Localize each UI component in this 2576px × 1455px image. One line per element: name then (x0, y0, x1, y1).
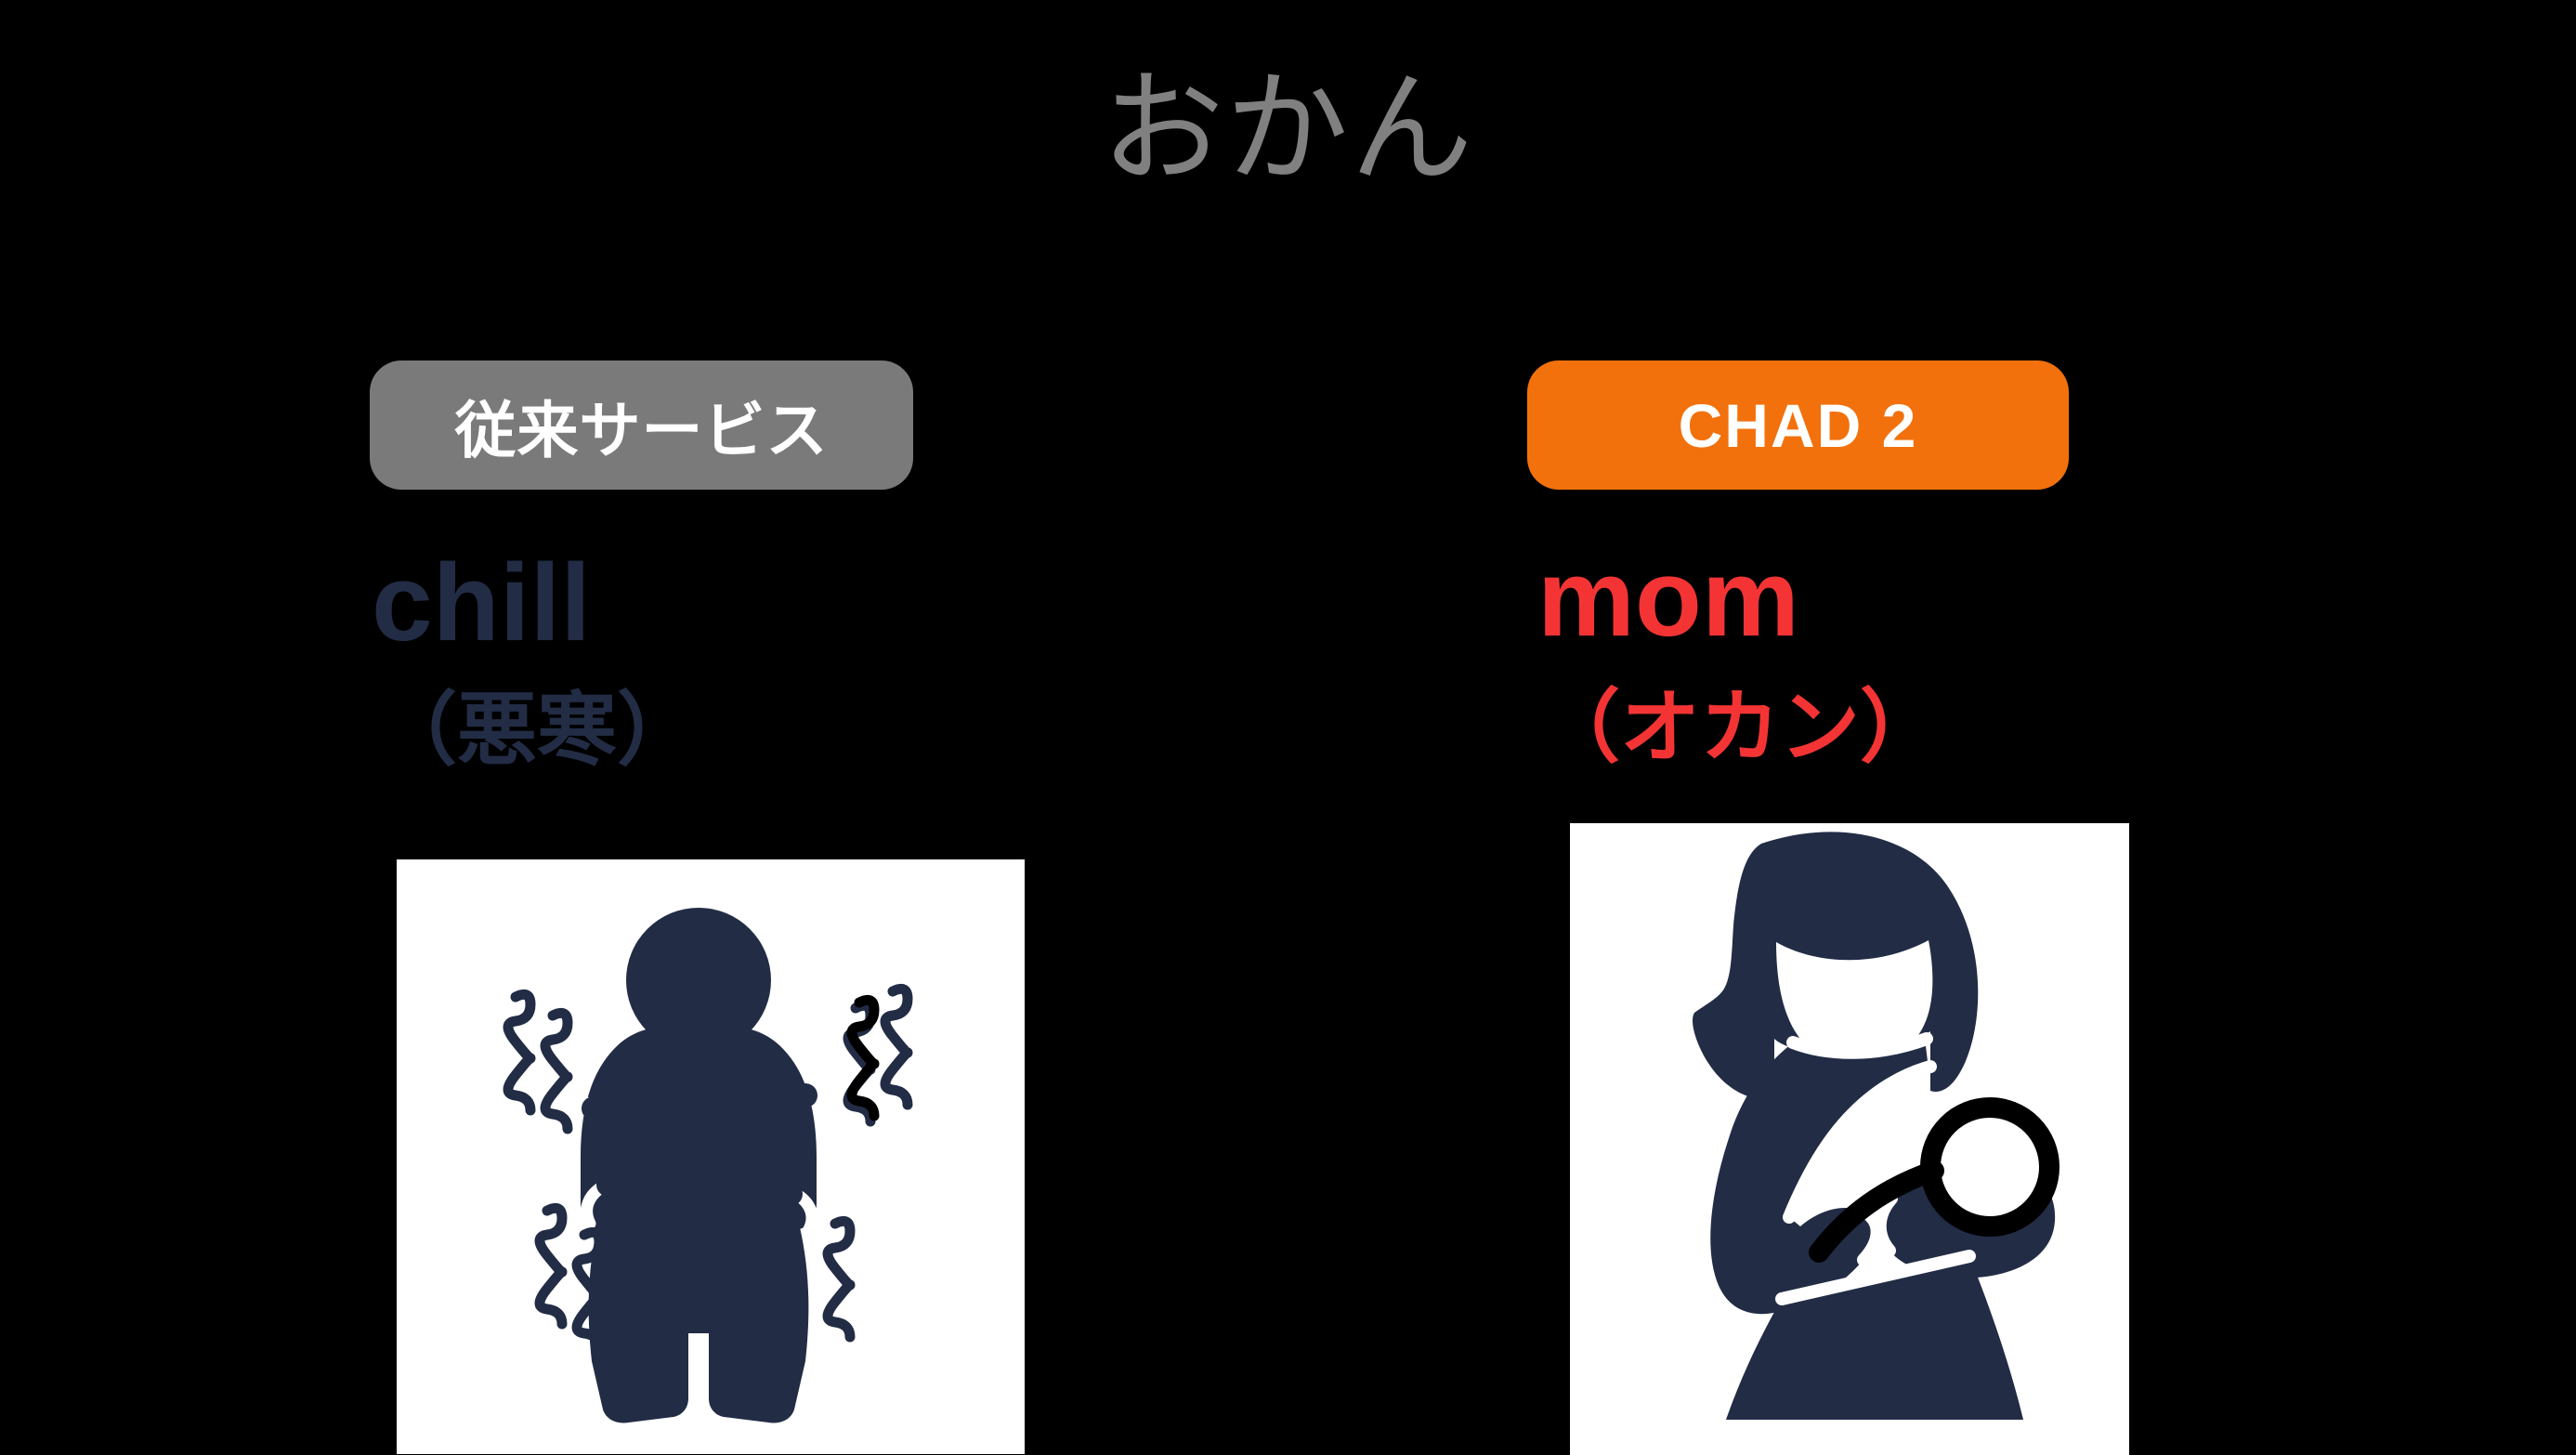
comparison-column-chad: CHAD 2 mom （オカン） (1527, 0, 2196, 1455)
illustration-card-legacy (397, 859, 1025, 1454)
reading-legacy: （悪寒） (377, 686, 697, 775)
comparison-column-legacy: 従来サービス chill （悪寒） (370, 0, 1039, 1454)
term-chad: mom (1537, 537, 1799, 660)
shivering-person-icon (503, 908, 913, 1423)
illustration-card-chad (1570, 823, 2129, 1455)
page-title: おかん (1101, 60, 1475, 197)
badge-legacy-service: 従来サービス (370, 360, 913, 490)
mother-holding-baby-icon (1693, 832, 2059, 1420)
reading-chad: （オカン） (1540, 683, 1940, 772)
term-legacy: chill (372, 542, 592, 664)
badge-chad-2: CHAD 2 (1527, 360, 2069, 490)
